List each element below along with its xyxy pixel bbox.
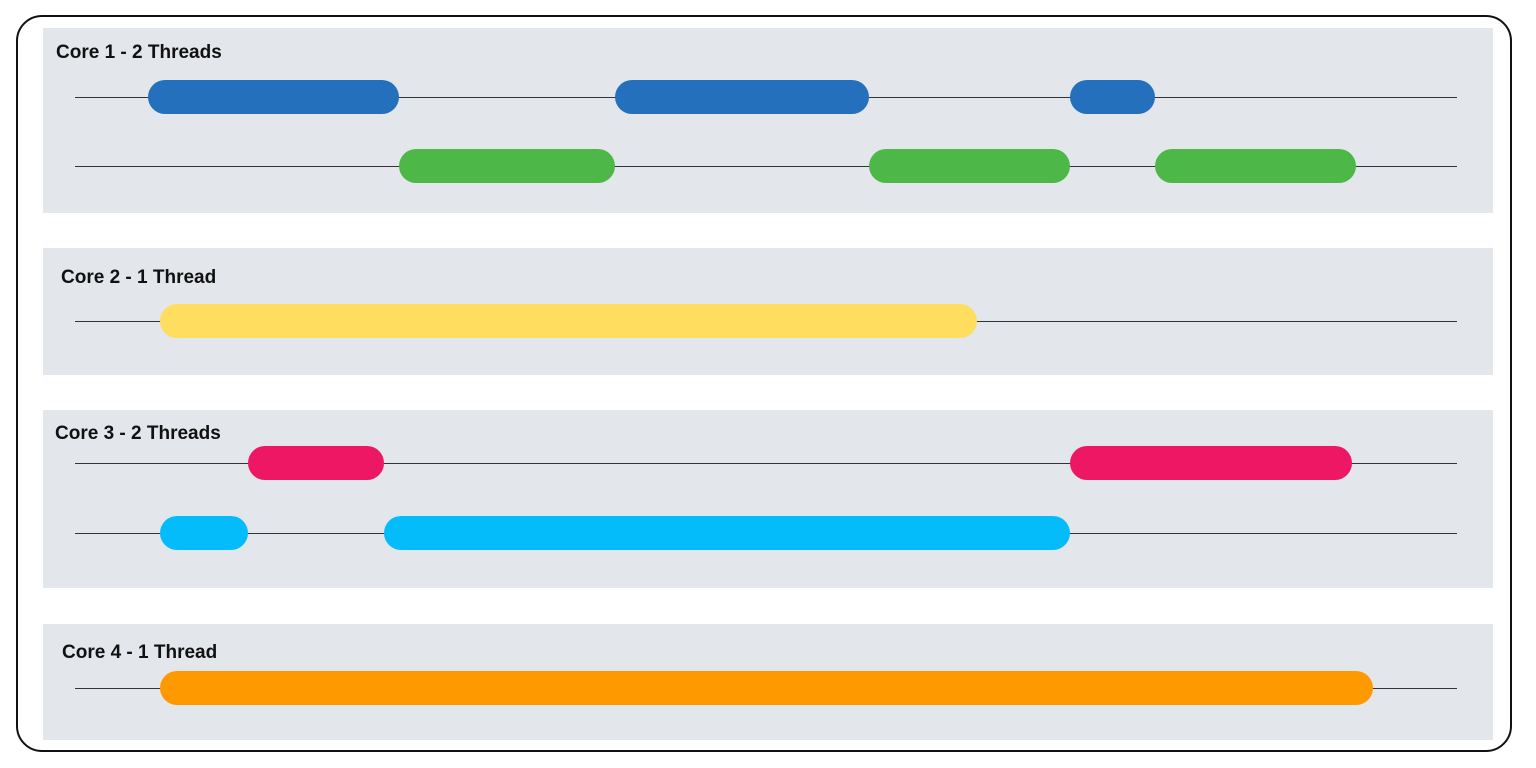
core-1-thread-1-run-1 [148,80,399,114]
core-1-thread-2-run-3 [1155,149,1356,183]
core-4-thread-1-run-1 [160,671,1373,705]
core-1-title: Core 1 - 2 Threads [56,42,222,63]
core-1-thread-2-run-1 [399,149,615,183]
core-1-thread-1-run-3 [1070,80,1155,114]
core-3-thread-1-run-2 [1070,446,1352,480]
core-2-thread-1-run-1 [160,304,977,338]
core-2-title: Core 2 - 1 Thread [61,267,217,288]
core-3-title: Core 3 - 2 Threads [55,423,221,444]
core-1-thread-2-timeline [75,166,1457,167]
core-4-title: Core 4 - 1 Thread [62,642,218,663]
core-3-thread-1-run-1 [248,446,384,480]
core-1-thread-1-run-2 [615,80,869,114]
core-3-thread-2-run-1 [160,516,248,550]
core-1-thread-2-run-2 [869,149,1070,183]
core-3-thread-1-timeline [75,463,1457,464]
core-1-panel [43,28,1493,213]
core-3-thread-2-run-2 [384,516,1070,550]
core-3-panel [43,410,1493,588]
